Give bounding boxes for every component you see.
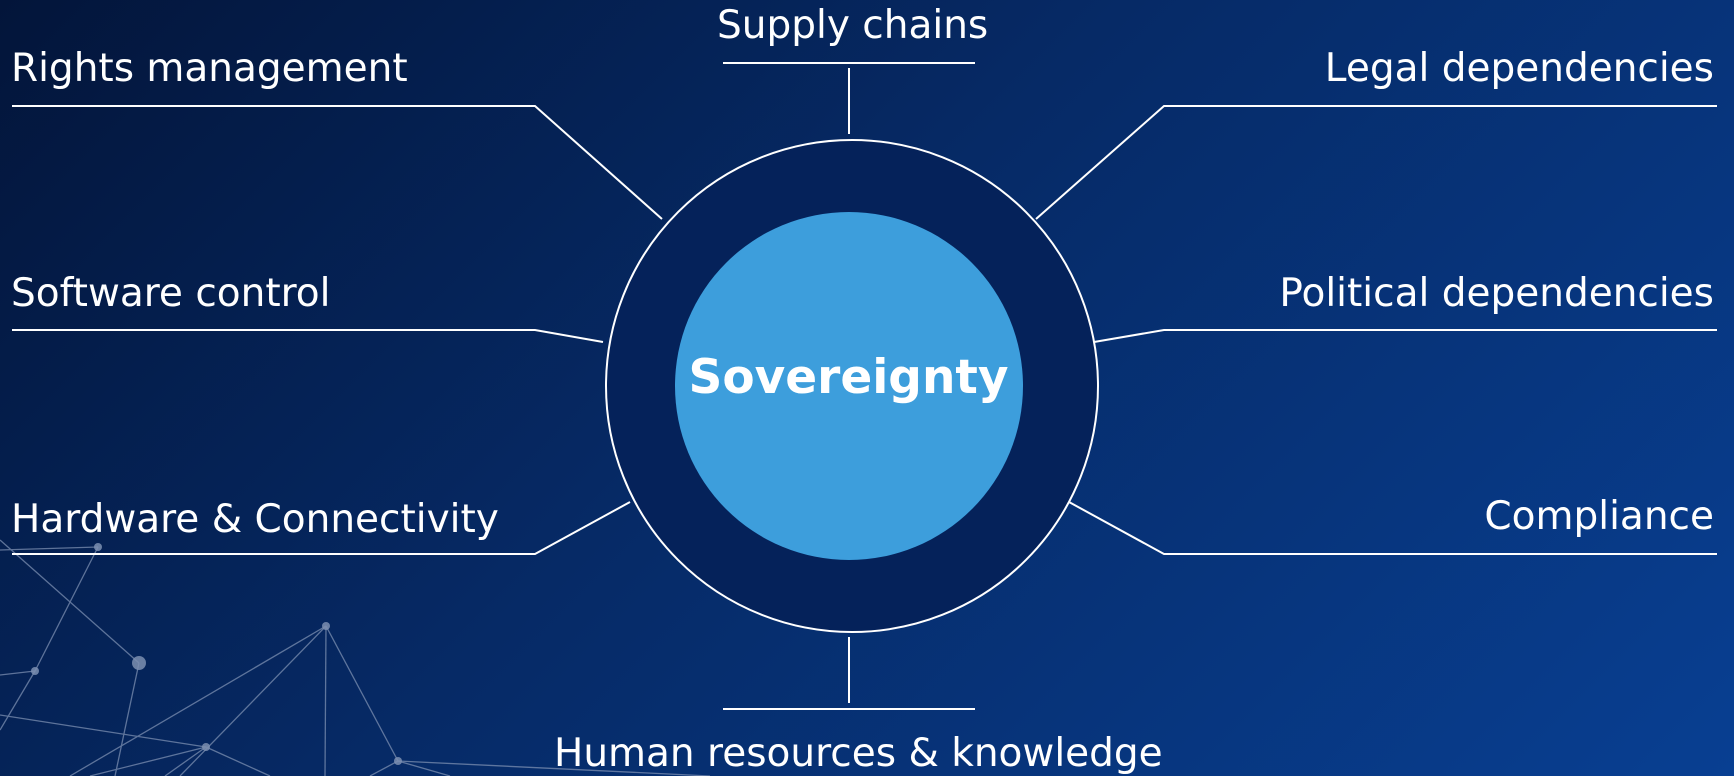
- label-political-dependencies: Political dependencies: [1279, 271, 1714, 316]
- inner-circle: [675, 212, 1023, 560]
- network-nodes: [31, 543, 402, 765]
- label-human-resources-knowledge: Human resources & knowledge: [554, 731, 1163, 776]
- label-supply-chains: Supply chains: [717, 3, 989, 48]
- label-rights-management: Rights management: [11, 46, 408, 91]
- connector-top-left: [12, 105, 663, 220]
- connector-top-right: [1035, 105, 1717, 220]
- label-legal-dependencies: Legal dependencies: [1324, 46, 1714, 91]
- label-hardware-connectivity: Hardware & Connectivity: [11, 497, 499, 542]
- center-label-sovereignty: Sovereignty: [688, 350, 1009, 405]
- connector-bottom-left: [12, 501, 631, 555]
- connector-bottom-right: [1068, 501, 1717, 555]
- connector-middle-left: [12, 329, 604, 343]
- connector-middle-right: [1093, 329, 1717, 343]
- network-decoration: [0, 539, 711, 776]
- connector-lines: [12, 62, 1717, 710]
- label-compliance: Compliance: [1484, 494, 1714, 539]
- label-software-control: Software control: [11, 271, 331, 316]
